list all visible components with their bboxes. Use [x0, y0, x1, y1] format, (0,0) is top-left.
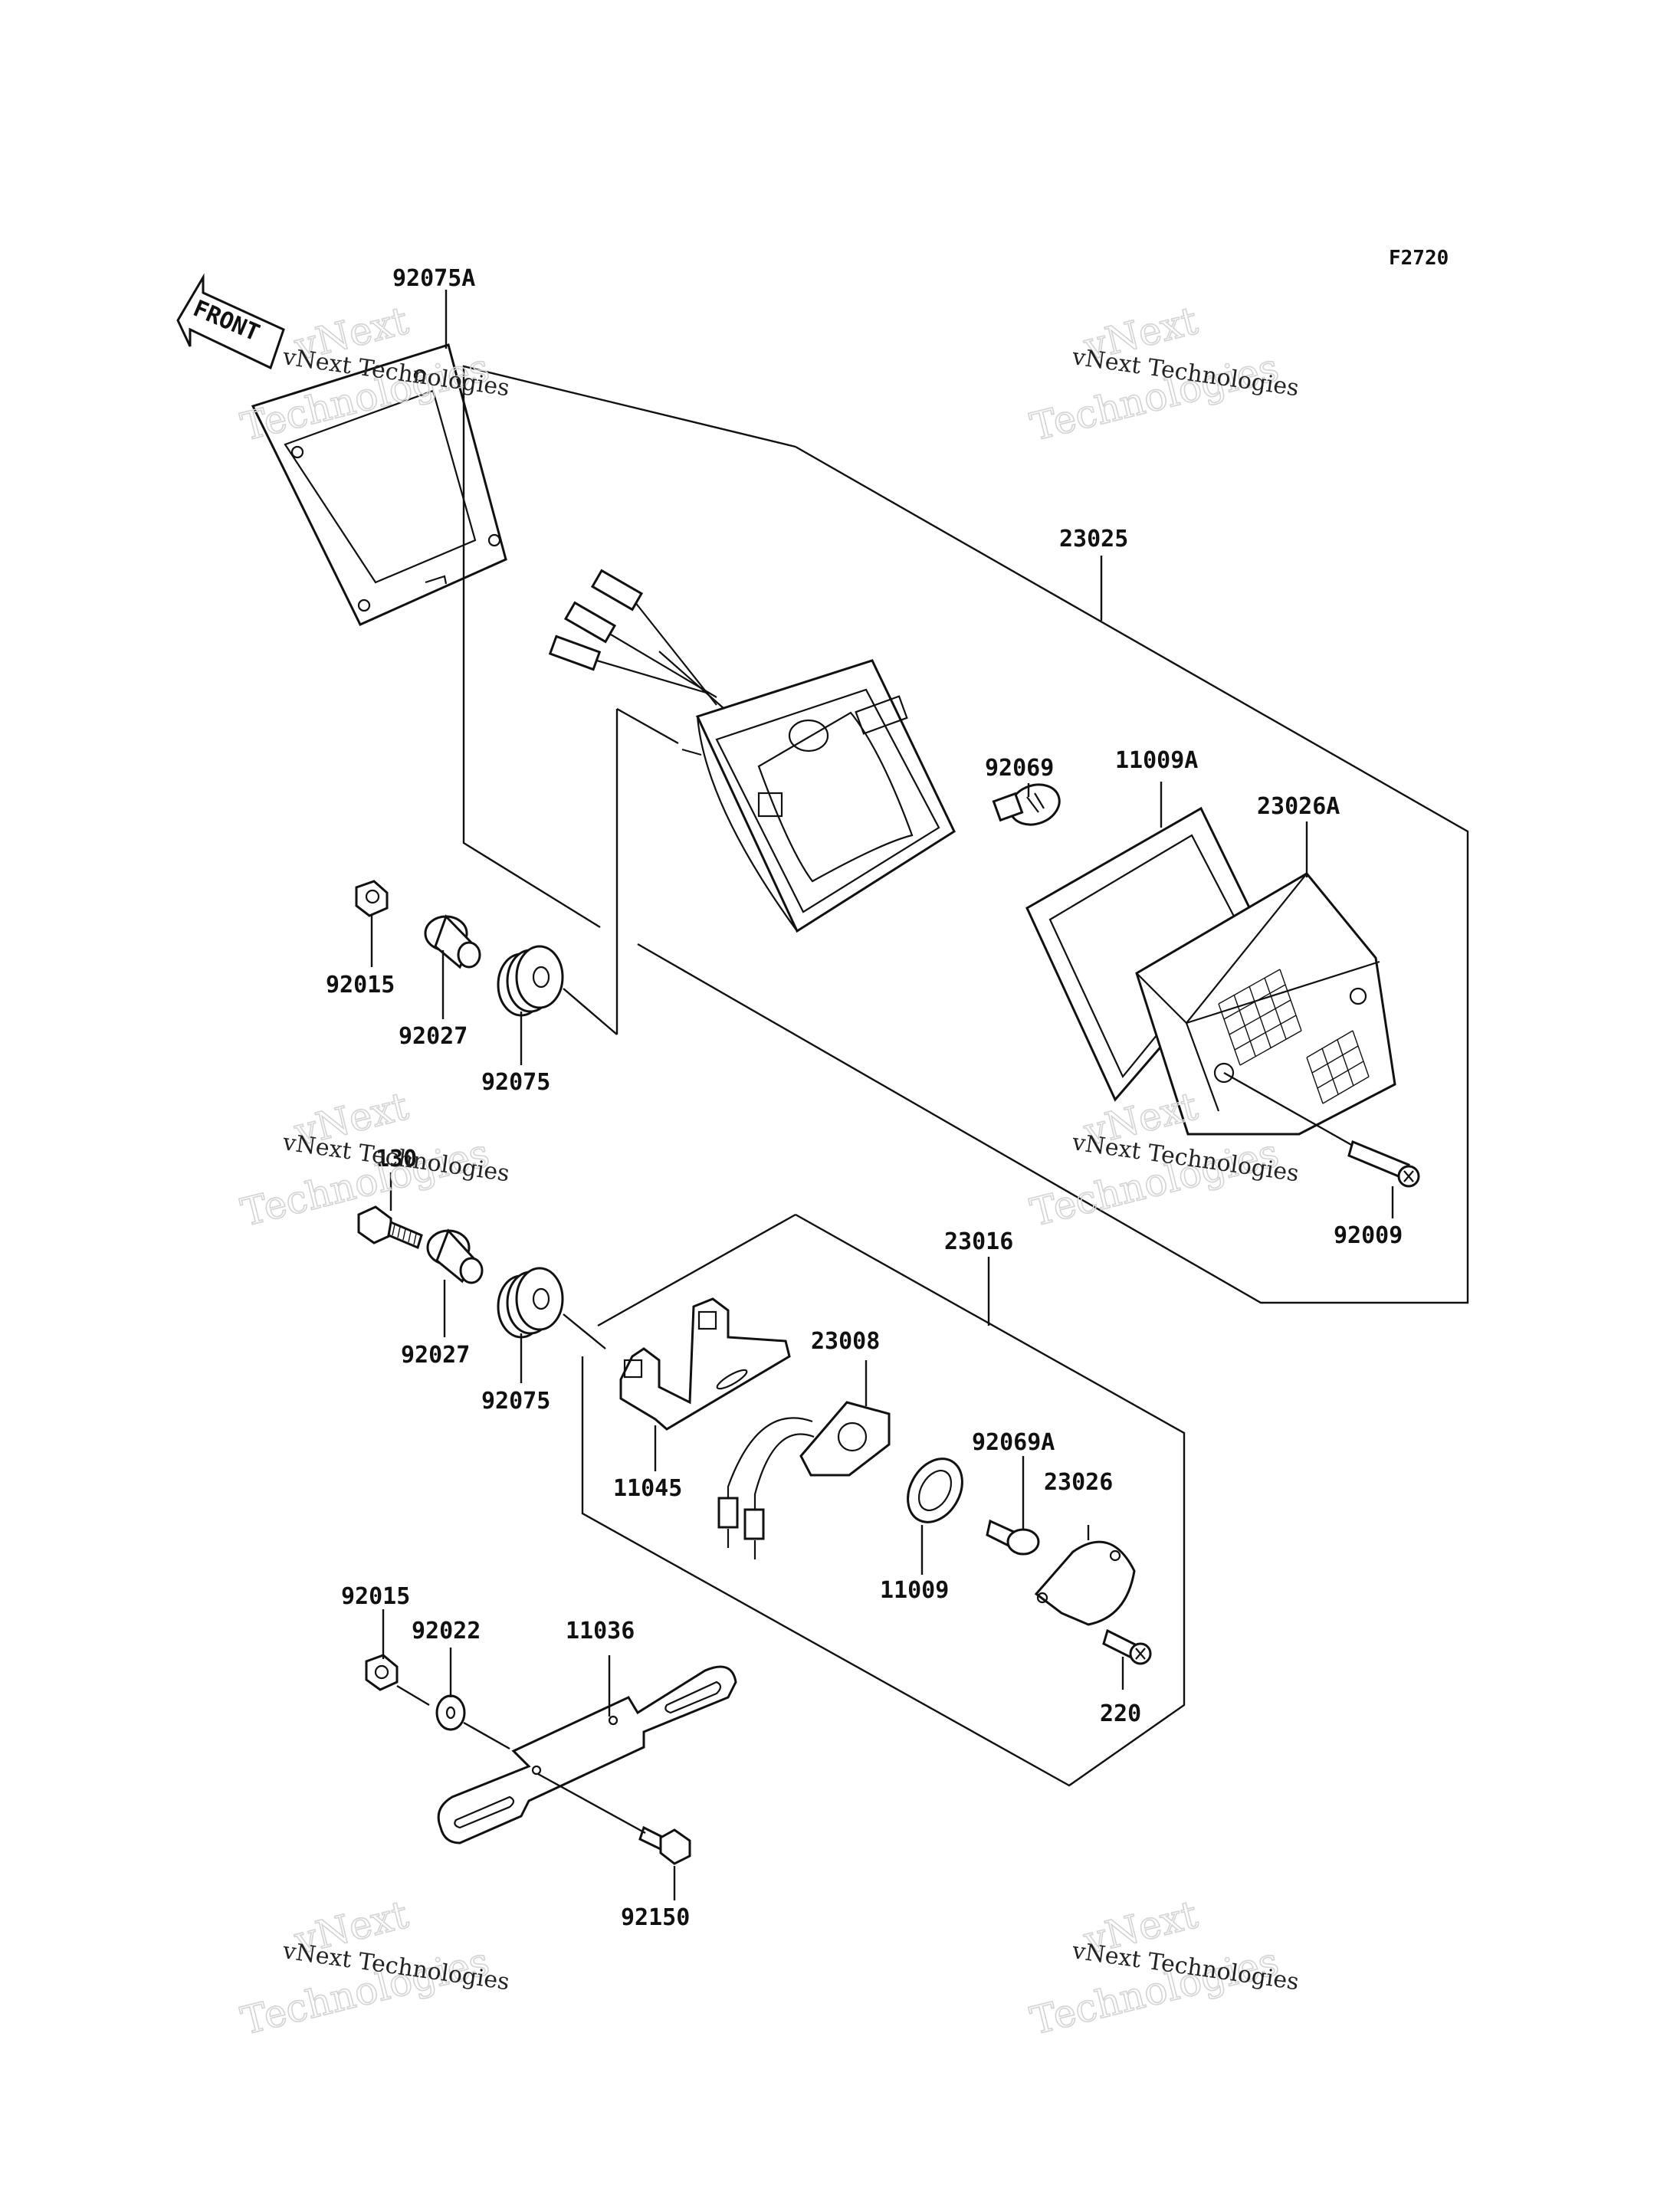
part-label: 92069A — [972, 1429, 1055, 1456]
bolt-92150 — [638, 1825, 691, 1865]
part-label: 92075A — [392, 265, 475, 292]
collar-92027-lower — [426, 1228, 484, 1284]
part-label: 92027 — [401, 1342, 470, 1369]
figure-code: F2720 — [1389, 247, 1449, 270]
part-label: 92015 — [341, 1583, 410, 1610]
watermark-bottom-left: vNext Technologies vNext Technologies — [236, 1891, 511, 2044]
screw-220 — [1102, 1628, 1152, 1665]
part-label: 11009A — [1115, 747, 1198, 774]
bracket-11045 — [619, 1297, 791, 1431]
part-label: 23008 — [811, 1328, 880, 1355]
part-label: 23016 — [944, 1228, 1013, 1255]
washer-92022 — [435, 1694, 466, 1731]
part-label: 11036 — [566, 1618, 635, 1644]
part-labels: 92075A 23025 92069 11009A 23026A 92015 9… — [326, 265, 1403, 1931]
gasket-92075a — [251, 343, 507, 626]
part-label: 92009 — [1334, 1222, 1403, 1249]
watermark-bottom-right: vNext Technologies vNext Technologies — [1025, 1891, 1301, 2044]
grommet-92075-lower — [497, 1267, 564, 1339]
gasket-11009 — [907, 1458, 963, 1523]
license-lamp-lens-23026 — [1034, 1540, 1136, 1626]
bolt-130 — [357, 1205, 423, 1250]
tail-lamp-lens-23026a — [1135, 872, 1396, 1136]
part-label: 220 — [1100, 1700, 1141, 1727]
bulb-92069 — [992, 783, 1061, 826]
part-label: 23026A — [1257, 793, 1340, 820]
part-label: 92069 — [985, 755, 1054, 782]
socket-23008 — [717, 1401, 891, 1559]
part-label: 92027 — [399, 1023, 468, 1050]
lens-hatch — [1218, 969, 1370, 1104]
part-label: 92075 — [481, 1388, 550, 1415]
part-label: 92022 — [412, 1618, 481, 1644]
part-label: 92150 — [621, 1904, 690, 1931]
nut-92015-upper — [355, 880, 389, 917]
watermark-top-right: vNext Technologies vNext Technologies — [1025, 297, 1301, 450]
front-arrow-icon: FRONT — [176, 273, 285, 370]
nut-92015-lower — [365, 1654, 399, 1691]
screw-92009 — [1347, 1139, 1420, 1188]
part-label: 92075 — [481, 1069, 550, 1096]
bracket-11036 — [437, 1665, 737, 1844]
grommet-92075-upper — [497, 945, 564, 1017]
part-label: 11009 — [880, 1577, 949, 1604]
part-label: 11045 — [613, 1475, 682, 1502]
part-label: 130 — [376, 1146, 417, 1172]
tail-lamp-housing — [548, 569, 956, 933]
part-label: 23026 — [1044, 1469, 1113, 1496]
bulb-92069a — [986, 1519, 1040, 1556]
collar-92027-upper — [424, 914, 481, 969]
part-label: 23025 — [1059, 526, 1128, 553]
part-label: 92015 — [326, 972, 395, 998]
